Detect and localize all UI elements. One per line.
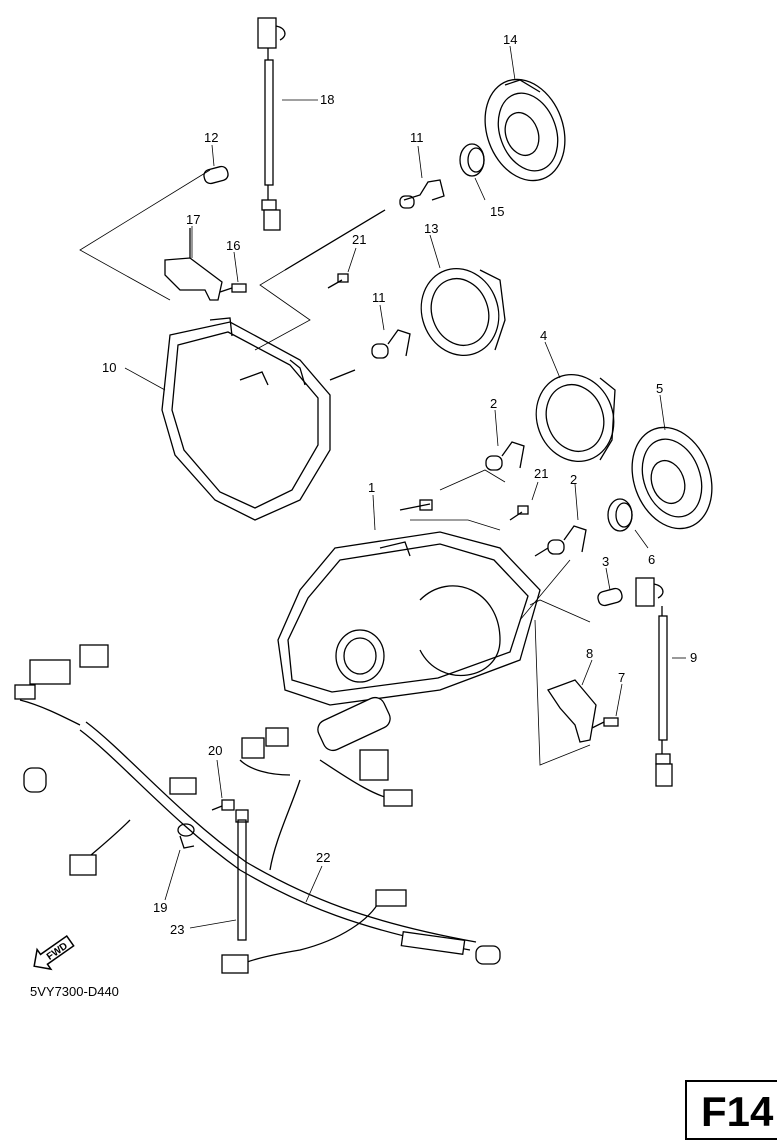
part-21-screw-upper <box>327 273 349 289</box>
callout-15: 15 <box>490 204 504 219</box>
page-tag-box: F14 <box>685 1080 777 1140</box>
part-8-bracket <box>547 679 597 743</box>
callout-23: 23 <box>170 922 184 937</box>
callout-21b: 21 <box>534 466 548 481</box>
part-9-wire-lead <box>635 577 673 787</box>
leader-lines <box>124 45 686 929</box>
part-20-bolt <box>211 799 235 811</box>
callout-21a: 21 <box>352 232 366 247</box>
page-tag-label: F14 <box>701 1088 774 1135</box>
callout-2a: 2 <box>490 396 497 411</box>
part-14-headlight-rim <box>484 78 566 182</box>
part-18-wire-lead <box>257 17 286 231</box>
callout-6: 6 <box>648 552 655 567</box>
callout-22: 22 <box>316 850 330 865</box>
assembly-lines <box>79 169 591 766</box>
callout-8: 8 <box>586 646 593 661</box>
part-11-bulb-upper <box>284 179 445 271</box>
part-1-headlight-assembly <box>277 499 541 706</box>
callout-12: 12 <box>204 130 218 145</box>
callout-9: 9 <box>690 650 697 665</box>
part-13-ring <box>420 268 506 356</box>
callout-14: 14 <box>503 32 517 47</box>
part-10-headlight-housing <box>161 317 356 521</box>
callout-labels: 1 2 2 3 4 5 6 7 8 9 10 11 11 12 13 14 15… <box>102 32 697 937</box>
part-6-boot <box>607 498 633 532</box>
figure-code: 5VY7300-D440 <box>30 984 119 999</box>
part-12-bulb <box>203 165 229 185</box>
callout-19: 19 <box>153 900 167 915</box>
callout-11b: 11 <box>372 290 386 305</box>
callout-10: 10 <box>102 360 116 375</box>
callout-11a: 11 <box>410 130 424 145</box>
callout-7: 7 <box>618 670 625 685</box>
part-17-bracket <box>164 228 223 301</box>
part-11-bulb-mid <box>371 329 411 359</box>
callout-5: 5 <box>656 381 663 396</box>
part-22-wire-harness <box>14 644 501 974</box>
part-5-headlight-rim <box>631 426 713 530</box>
callout-4: 4 <box>540 328 547 343</box>
callout-20: 20 <box>208 743 222 758</box>
part-16-bolt <box>219 283 247 293</box>
part-3-bulb <box>597 587 623 607</box>
callout-2b: 2 <box>570 472 577 487</box>
callout-17: 17 <box>186 212 200 227</box>
part-19-clamp <box>177 823 195 849</box>
callout-13: 13 <box>424 221 438 236</box>
fwd-arrow-icon: FWD <box>33 934 75 971</box>
callout-16: 16 <box>226 238 240 253</box>
callout-3: 3 <box>602 554 609 569</box>
part-2-bulb-lower <box>534 525 587 557</box>
part-4-ring <box>535 374 616 462</box>
callout-18: 18 <box>320 92 334 107</box>
part-7-bolt <box>591 717 619 729</box>
part-23-cable-tie <box>235 809 249 941</box>
part-2-bulb-upper <box>485 441 525 471</box>
callout-1: 1 <box>368 480 375 495</box>
part-21-screw-lower <box>509 505 529 521</box>
part-15-boot <box>459 143 485 177</box>
